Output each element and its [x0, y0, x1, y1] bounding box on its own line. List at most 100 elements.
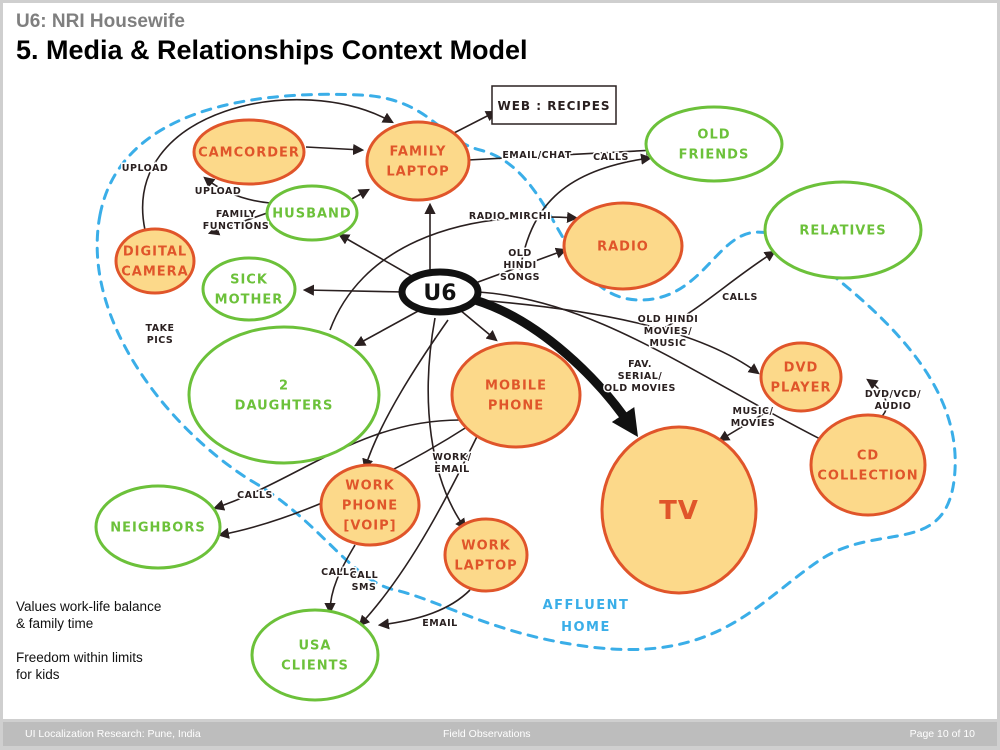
svg-text:UPLOAD: UPLOAD	[195, 186, 241, 197]
node-label: LAPTOP	[386, 165, 449, 180]
edge-arrow	[467, 144, 658, 161]
edge-arrow	[377, 589, 471, 630]
svg-text:EMAIL: EMAIL	[422, 618, 457, 629]
edge-arrow	[477, 291, 843, 451]
person-node-shape	[763, 180, 923, 280]
svg-text:FAV.: FAV.	[628, 359, 652, 370]
svg-text:SONGS: SONGS	[500, 272, 540, 283]
media-node-shape	[319, 463, 421, 547]
node-label: NEIGHBORS	[110, 521, 205, 536]
svg-text:DVD/VCD/: DVD/VCD/	[865, 389, 921, 400]
node-old-friends: OLD FRIENDS	[644, 105, 784, 183]
footer-center: Field Observations	[443, 728, 531, 740]
svg-text:FAMILY: FAMILY	[216, 209, 256, 220]
edge-label-calls-relatives: CALLS	[721, 291, 759, 305]
svg-text:OLD MOVIES: OLD MOVIES	[604, 383, 676, 394]
node-label: SICK	[230, 273, 268, 288]
node-label: DVD	[784, 361, 819, 376]
node-label: LAPTOP	[454, 559, 517, 574]
note-freedom: Freedom within limits for kids	[16, 650, 143, 682]
media-node-shape	[759, 341, 843, 413]
media-node-shape	[562, 201, 684, 291]
node-sick-mother: SICK MOTHER	[201, 256, 297, 322]
svg-text:EMAIL/CHAT: EMAIL/CHAT	[502, 150, 571, 161]
node-label: PHONE	[488, 399, 544, 414]
node-label: FRIENDS	[679, 148, 750, 163]
svg-text:EMAIL: EMAIL	[434, 464, 469, 475]
node-work-laptop: WORK LAPTOP	[443, 517, 529, 593]
edge-arrow	[718, 409, 771, 442]
note-work-life: Values work-life balance & family time	[16, 599, 162, 631]
edge-arrow	[349, 188, 370, 201]
node-label: [VOIP]	[343, 519, 396, 534]
svg-text:AFFLUENT: AFFLUENT	[543, 598, 630, 613]
edge-arrow	[141, 98, 394, 231]
edge-arrow	[362, 319, 449, 471]
media-node-shape	[192, 118, 306, 186]
edge-label-calls-friends: CALLS	[592, 151, 630, 165]
svg-text:PICS: PICS	[147, 335, 174, 346]
svg-text:MOVIES/: MOVIES/	[644, 326, 692, 337]
node-work-phone: WORK PHONE [VOIP]	[319, 463, 421, 547]
person-node-shape	[265, 184, 359, 242]
node-label: CAMCORDER	[198, 146, 300, 161]
edge-arrow	[427, 317, 467, 530]
media-node-shape	[114, 227, 196, 295]
media-node-shape	[365, 120, 471, 202]
notes: Values work-life balance & family time F…	[16, 598, 161, 700]
edge-arrow	[659, 250, 776, 331]
node-label: MOTHER	[215, 293, 284, 308]
footer-page-number: Page 10 of 10	[909, 728, 975, 740]
node-relatives: RELATIVES	[763, 180, 923, 280]
svg-text:OLD: OLD	[508, 248, 532, 259]
node-label: CD	[857, 449, 879, 464]
svg-text:CALL: CALL	[350, 570, 378, 581]
node-label: WORK	[461, 539, 510, 554]
edge-arrow	[354, 309, 421, 347]
slide-title: 5. Media & Relationships Context Model	[16, 35, 528, 65]
node-label: OLD	[697, 128, 730, 143]
node-label: WORK	[345, 479, 394, 494]
edge-arrow	[305, 143, 365, 156]
footer-left: UI Localization Research: Pune, India	[25, 728, 201, 740]
svg-text:MUSIC/: MUSIC/	[733, 406, 774, 417]
person-node-shape	[201, 256, 297, 322]
svg-text:MUSIC: MUSIC	[649, 338, 686, 349]
svg-text:CALLS: CALLS	[722, 292, 758, 303]
edge-label-email-clients: EMAIL	[421, 617, 459, 631]
svg-text:UPLOAD: UPLOAD	[122, 163, 168, 174]
svg-text:WEB : RECIPES: WEB : RECIPES	[497, 99, 610, 113]
node-husband: HUSBAND	[265, 184, 359, 242]
media-node-shape	[443, 517, 529, 593]
media-node-shape	[600, 425, 758, 595]
edge-arrow	[459, 309, 498, 342]
edge-label-calls-neighbors: CALLS	[236, 489, 274, 503]
svg-text:OLD HINDI: OLD HINDI	[638, 314, 699, 325]
slide-subtitle: U6: NRI Housewife	[16, 11, 185, 32]
svg-text:MOVIES: MOVIES	[731, 418, 776, 429]
edge-label-upload-1: UPLOAD	[120, 162, 169, 176]
node-label: CAMERA	[121, 265, 189, 280]
edge-arrow	[329, 211, 579, 331]
edge-label-calls-clients: CALLS	[320, 566, 358, 580]
node-label: TV	[659, 496, 699, 526]
svg-text:SMS: SMS	[352, 582, 377, 593]
edge-arrow	[324, 544, 356, 615]
edge-label-fav-serial: FAV.SERIAL/OLD MOVIES	[603, 358, 677, 396]
center-node-u6: U6	[398, 268, 482, 316]
edge-arrow	[477, 299, 760, 375]
edge-label-dvd-vcd-audio: DVD/VCD/AUDIO	[863, 388, 922, 414]
svg-text:CALLS: CALLS	[593, 152, 629, 163]
node-label: USA	[299, 639, 332, 654]
node-label: PHONE	[342, 499, 398, 514]
svg-text:CALLS: CALLS	[321, 567, 357, 578]
